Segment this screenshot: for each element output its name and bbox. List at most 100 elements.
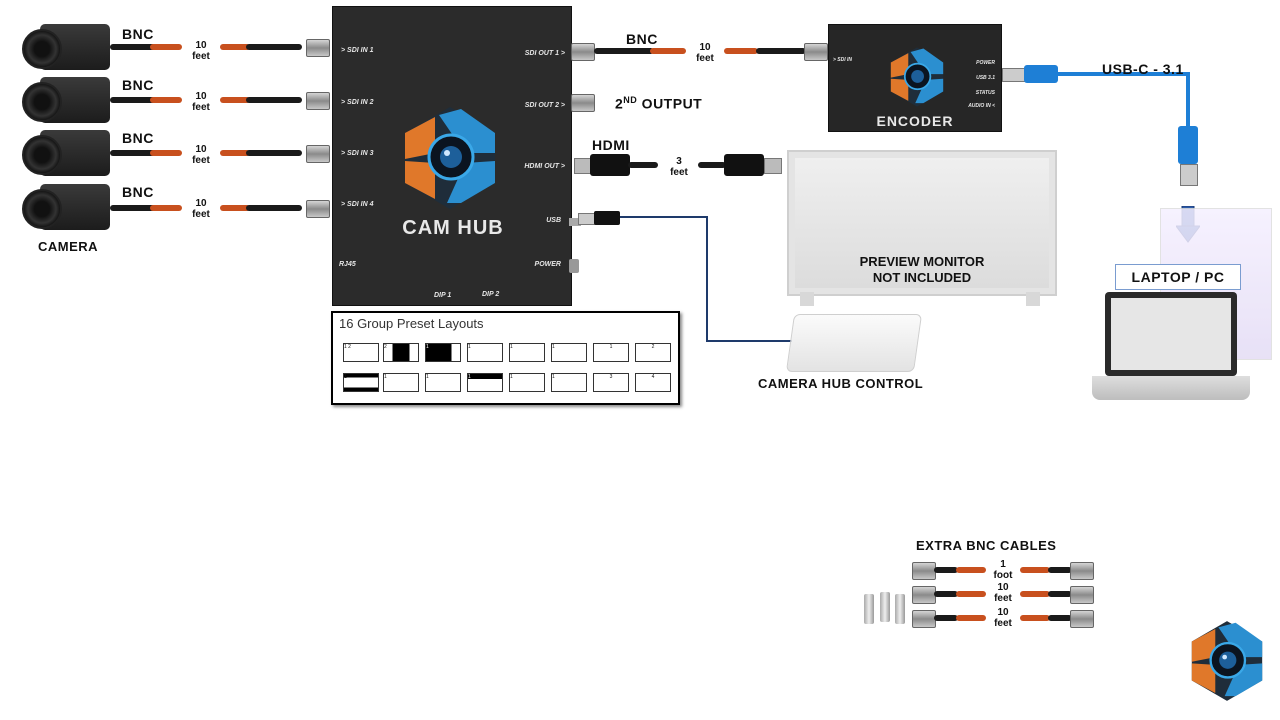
- preset-1: 1 2: [343, 343, 379, 362]
- extra-cable-1-orange-b: [1020, 567, 1050, 573]
- sdi-in-1-label: > SDI IN 1: [341, 47, 374, 54]
- extra-cable-3-orange-b: [1020, 615, 1050, 621]
- encoder-logo-icon: [890, 47, 944, 107]
- extra-cable-2-black-a: [934, 591, 958, 597]
- extra-cable-2-bnc-right: [1070, 586, 1094, 604]
- second-output-label: 2ND OUTPUT: [615, 95, 703, 112]
- power-label: POWER: [534, 261, 561, 268]
- laptop-display: [1111, 298, 1231, 370]
- monitor-caption: PREVIEW MONITOR NOT INCLUDED: [789, 254, 1055, 286]
- cable-4-black-a: [110, 205, 180, 211]
- usb-c-wire-h: [1058, 72, 1188, 76]
- preset-12: 1: [467, 373, 503, 392]
- extra-cable-2-black-b: [1048, 591, 1072, 597]
- power-port: [569, 259, 579, 273]
- hdmi-cable-left: [628, 162, 658, 168]
- extra-cable-2-orange-b: [1020, 591, 1050, 597]
- bnc-adapter-1: [864, 594, 874, 624]
- preset-16: 4: [635, 373, 671, 392]
- dip1-label: DIP 1: [434, 292, 452, 299]
- cable-3-orange-a: [150, 150, 182, 156]
- dip2-label: DIP 2: [482, 291, 500, 298]
- bnc-connector-in-4: [306, 200, 330, 218]
- extra-cable-1-orange-a: [956, 567, 986, 573]
- bnc-connector-in-2: [306, 92, 330, 110]
- preset-4: 1: [467, 343, 503, 362]
- preset-8: 2: [635, 343, 671, 362]
- cable-2-orange-b: [220, 97, 250, 103]
- encoder-device: > SDI IN POWER USB 3.1 STATUS AUDIO IN <…: [828, 24, 1002, 132]
- cable-2-black-b: [246, 97, 302, 103]
- usb-c-label: USB-C - 3.1: [1102, 61, 1184, 77]
- preset-9: 1: [343, 373, 379, 392]
- hdmi-cable-label: HDMI: [592, 137, 630, 153]
- cable-1-black-a: [110, 44, 180, 50]
- cable-4-black-b: [246, 205, 302, 211]
- cable-4-connector-label: BNC: [122, 184, 154, 200]
- preset-layouts-panel: 16 Group Preset Layouts 1 2 2 1 1 1 1 1 …: [331, 311, 680, 405]
- camera-label: CAMERA: [38, 239, 99, 254]
- camera-4: [22, 184, 110, 232]
- extra-cable-3-orange-a: [956, 615, 986, 621]
- preset-3: 1: [425, 343, 461, 362]
- usb-c-plug: [1002, 68, 1026, 82]
- brand-logo-icon: [1191, 621, 1263, 701]
- bnc-adapter-2: [880, 592, 890, 622]
- monitor-caption-line1: PREVIEW MONITOR: [859, 254, 985, 269]
- cable-1-orange-a: [150, 44, 182, 50]
- laptop-screen: [1105, 292, 1237, 376]
- preset-14: 1: [551, 373, 587, 392]
- monitor-caption-line2: NOT INCLUDED: [872, 270, 972, 285]
- bnc-connector-encoder: [804, 43, 828, 61]
- encoder-name: ENCODER: [876, 113, 954, 129]
- hdmi-cable-right: [698, 162, 726, 168]
- camera-2: [22, 77, 110, 125]
- hdmi-connector-right: [724, 154, 764, 176]
- preset-13: 1: [509, 373, 545, 392]
- preview-monitor: PREVIEW MONITOR NOT INCLUDED: [787, 150, 1057, 296]
- camhub-logo-icon: [405, 107, 495, 209]
- preset-7: 1: [593, 343, 629, 362]
- pc-label-box: LAPTOP / PC: [1115, 264, 1241, 290]
- extra-cable-3-black-a: [934, 615, 958, 621]
- sdi-out-cable-black-a: [594, 48, 654, 54]
- sdi-out-cable-connector-label: BNC: [626, 31, 658, 47]
- preset-2: 2: [383, 343, 419, 362]
- preset-11: 1: [425, 373, 461, 392]
- encoder-indicator-power: POWER: [976, 60, 995, 66]
- encoder-indicator-audio: AUDIO IN <: [968, 103, 995, 109]
- usb-control-wire-h: [706, 340, 792, 342]
- extra-cable-3-black-b: [1048, 615, 1072, 621]
- cable-2-orange-a: [150, 97, 182, 103]
- encoder-sdi-in-label: > SDI IN: [833, 57, 853, 63]
- bnc-connector-in-3: [306, 145, 330, 163]
- sdi-out-1-label: SDI OUT 1 >: [524, 50, 565, 57]
- sdi-out-cable-black-b: [756, 48, 806, 54]
- usb-connector: [594, 211, 620, 225]
- extra-cable-3-bnc-right: [1070, 610, 1094, 628]
- cable-3-connector-label: BNC: [122, 130, 154, 146]
- bnc-connector-out-2: [571, 94, 595, 112]
- extra-cable-1-black-a: [934, 567, 958, 573]
- extra-cable-3-bnc-left: [912, 610, 936, 628]
- camera-3: [22, 130, 110, 178]
- sdi-out-2-label: SDI OUT 2 >: [524, 102, 565, 109]
- sdi-out-cable-orange-a: [650, 48, 686, 54]
- cable-2-black-a: [110, 97, 180, 103]
- bnc-connector-in-1: [306, 39, 330, 57]
- extra-cable-2-bnc-left: [912, 586, 936, 604]
- monitor-stand-right: [1026, 292, 1040, 306]
- preset-5: 1: [509, 343, 545, 362]
- preset-layouts-title: 16 Group Preset Layouts: [339, 316, 484, 331]
- camera-1: [22, 24, 110, 72]
- usb-control-wire-v: [706, 216, 708, 341]
- rj45-label: RJ45: [339, 261, 356, 268]
